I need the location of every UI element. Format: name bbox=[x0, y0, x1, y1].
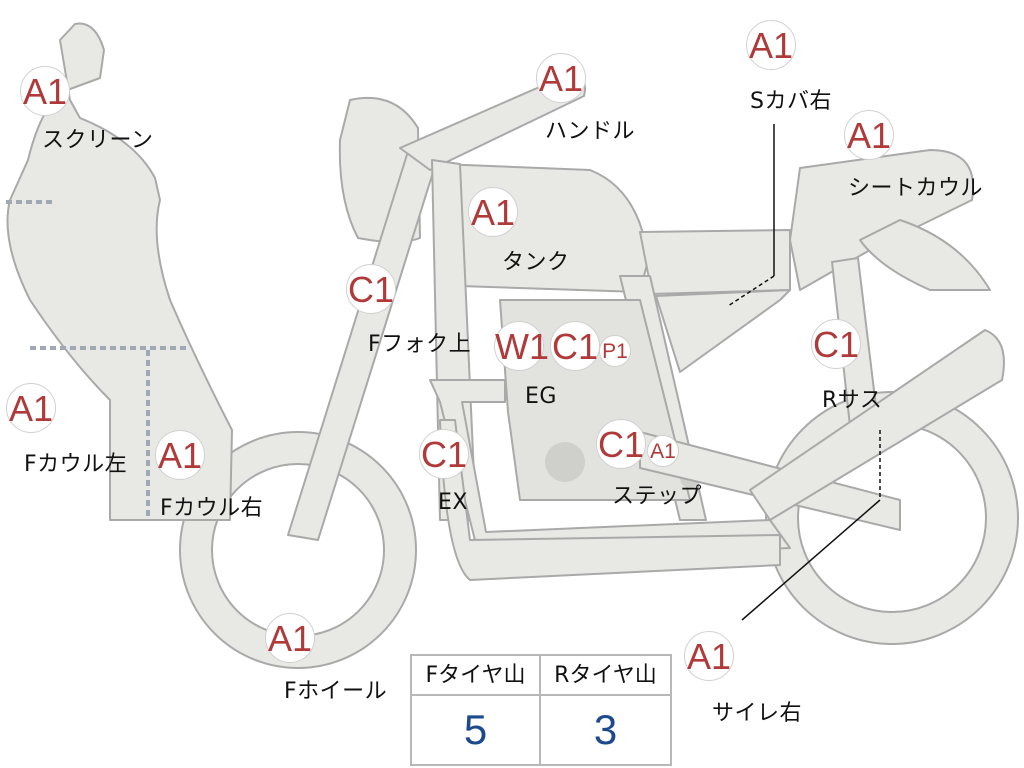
grade-badge-f-wheel: A1 bbox=[265, 613, 315, 663]
label-f-wheel: Fホイール bbox=[284, 679, 388, 704]
grade-badge-step: A1 bbox=[647, 435, 679, 467]
grade-badge-exhaust: C1 bbox=[419, 429, 469, 479]
label-f-fork-upper: Fフォク上 bbox=[368, 332, 472, 357]
grade-badge-seat-cowl: A1 bbox=[844, 110, 894, 160]
label-screen: スクリーン bbox=[42, 128, 154, 153]
side-cover bbox=[655, 289, 791, 373]
tyre-tread-table: Fタイヤ山 Rタイヤ山 5 3 bbox=[410, 654, 672, 766]
rear-tyre-value: 3 bbox=[593, 706, 618, 753]
grade-badge-f-fork-upper: C1 bbox=[346, 264, 396, 314]
seat-cowl bbox=[789, 149, 975, 291]
label-step: ステップ bbox=[612, 484, 703, 509]
silencer bbox=[749, 329, 1005, 521]
grade-badge-screen: A1 bbox=[20, 66, 70, 116]
label-engine: EG bbox=[525, 384, 557, 409]
grade-badge-f-cowl-right: A1 bbox=[155, 430, 205, 480]
label-f-cowl-right: Fカウル右 bbox=[160, 496, 264, 521]
label-seat-cowl: シートカウル bbox=[848, 176, 984, 201]
label-tank: タンク bbox=[502, 250, 570, 275]
grade-badge-engine-c1: C1 bbox=[550, 321, 600, 371]
grade-badge-engine-p1: P1 bbox=[599, 335, 631, 367]
label-s-cover-right: Sカバ右 bbox=[750, 89, 832, 114]
rear-tyre-header: Rタイヤ山 bbox=[541, 656, 670, 696]
label-handle: ハンドル bbox=[545, 119, 636, 144]
grade-badge-handle: A1 bbox=[536, 53, 586, 103]
seat bbox=[639, 229, 791, 295]
grade-badge-tank: A1 bbox=[468, 187, 518, 237]
grade-badge-f-cowl-left: A1 bbox=[6, 383, 56, 433]
front-tyre-header: Fタイヤ山 bbox=[412, 656, 541, 696]
label-f-cowl-left: Fカウル左 bbox=[24, 452, 128, 477]
grade-badge-engine: W1 bbox=[494, 321, 549, 371]
grade-badge-r-suspension: C1 bbox=[811, 319, 861, 369]
label-r-suspension: Rサス bbox=[822, 388, 883, 413]
label-exhaust: EX bbox=[438, 490, 468, 515]
grade-badge-s-cover-right: A1 bbox=[746, 20, 796, 70]
grade-badge-step-c1: C1 bbox=[596, 419, 646, 469]
grade-badge-silencer-right: A1 bbox=[684, 631, 734, 681]
label-silencer-right: サイレ右 bbox=[712, 701, 803, 726]
front-tyre-value: 5 bbox=[412, 696, 541, 764]
